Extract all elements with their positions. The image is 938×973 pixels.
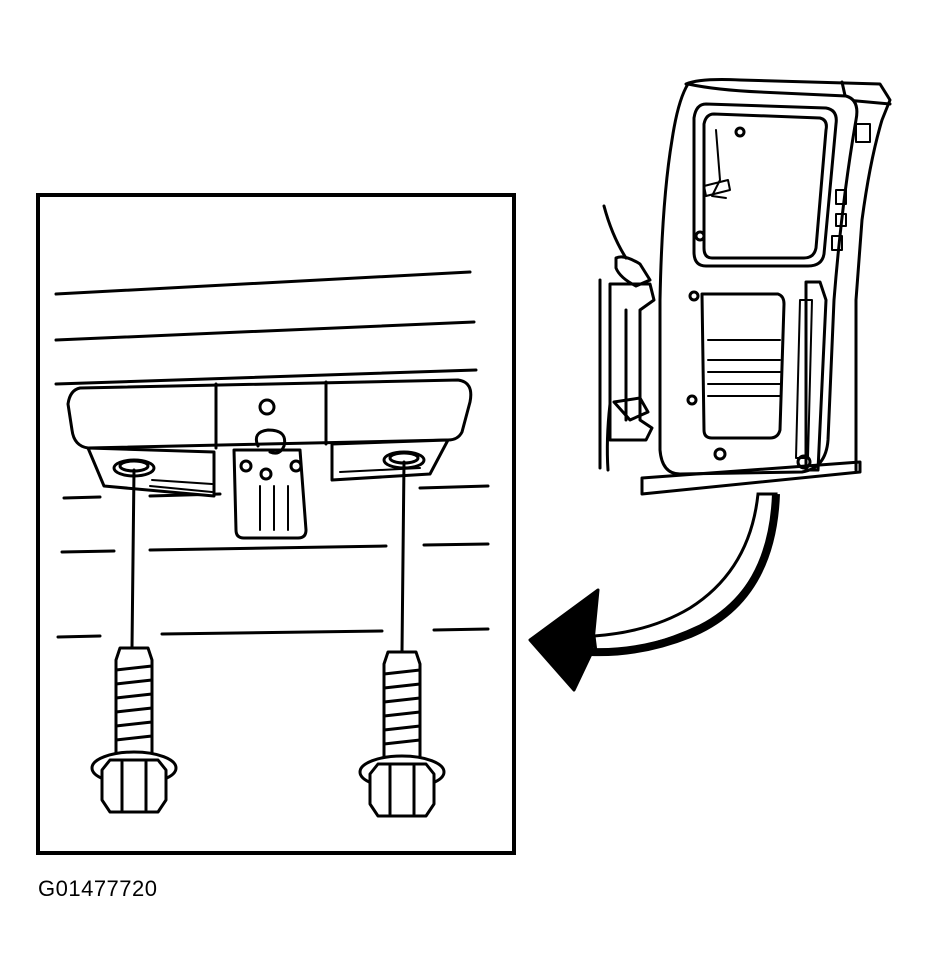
- hex-flange-bolt-icon: [358, 650, 446, 818]
- hex-flange-bolt-icon: [90, 646, 178, 814]
- leader-line-right: [400, 460, 406, 654]
- trim-panel-lines: [54, 270, 490, 639]
- figure-id-label: G01477720: [38, 876, 158, 901]
- rear-door-icon: [598, 78, 892, 496]
- handle-housing: [66, 378, 473, 540]
- leader-line-left: [130, 468, 136, 650]
- detail-inset: [36, 193, 516, 855]
- curved-arrow-icon: [528, 492, 780, 692]
